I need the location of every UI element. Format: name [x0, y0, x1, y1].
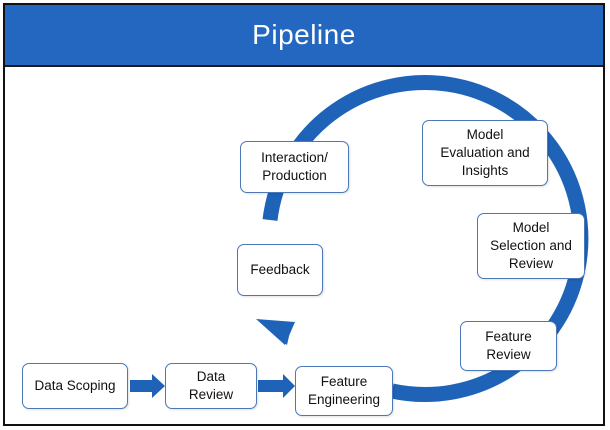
node-data-review: Data Review [165, 363, 257, 409]
pipeline-diagram [130, 75, 589, 402]
node-feature-engineering: Feature Engineering [295, 366, 393, 416]
node-feedback: Feedback [237, 244, 323, 296]
node-data-scoping: Data Scoping [22, 363, 128, 409]
node-interaction-production: Interaction/ Production [240, 141, 349, 193]
node-feature-review: Feature Review [460, 321, 557, 371]
slide: Pipeline Data Scoping Data Review Featur… [3, 3, 605, 426]
node-model-evaluation: Model Evaluation and Insights [422, 120, 548, 186]
title-divider [5, 65, 603, 67]
cycle-arrowhead-tip [263, 323, 292, 345]
cycle-arc [262, 75, 589, 402]
node-model-selection: Model Selection and Review [477, 213, 585, 279]
arrow-scoping-to-review [130, 374, 165, 398]
arrow-review-to-engineering [258, 374, 295, 398]
title-bar: Pipeline [5, 5, 603, 65]
page-title: Pipeline [252, 19, 356, 50]
